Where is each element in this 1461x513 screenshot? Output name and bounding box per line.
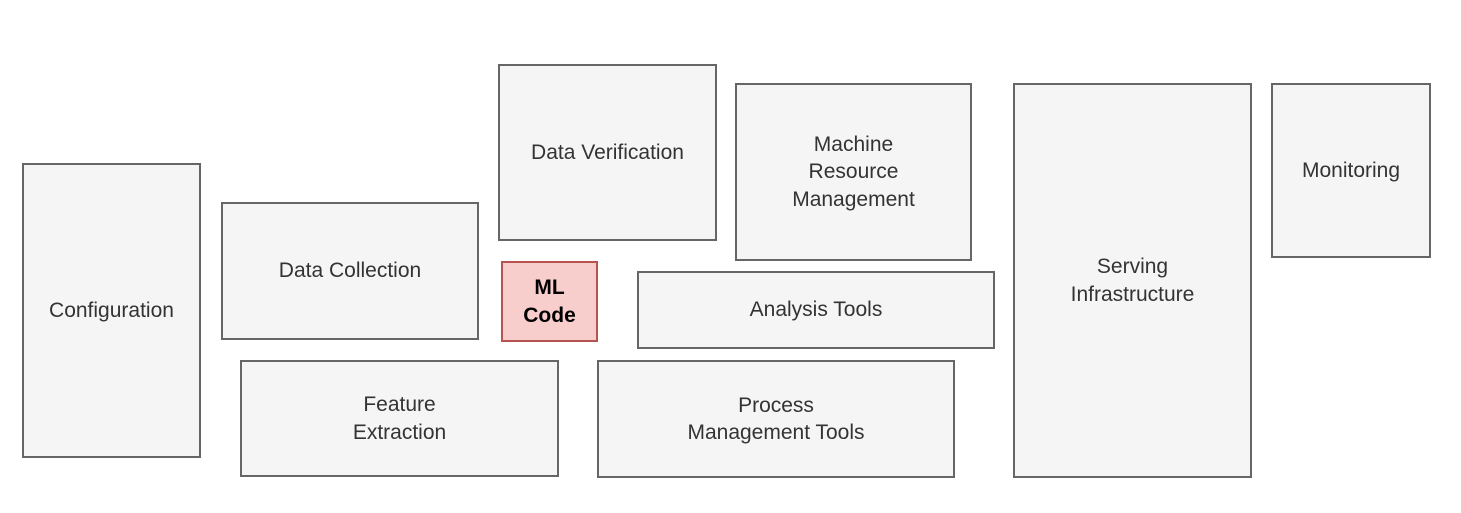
diagram-node-serving-infrastructure: Serving Infrastructure bbox=[1013, 83, 1252, 478]
diagram-node-machine-resource-management: Machine Resource Management bbox=[735, 83, 972, 261]
diagram-node-data-collection: Data Collection bbox=[221, 202, 479, 340]
diagram-node-monitoring: Monitoring bbox=[1271, 83, 1431, 258]
diagram-node-analysis-tools: Analysis Tools bbox=[637, 271, 995, 349]
diagram-node-feature-extraction: Feature Extraction bbox=[240, 360, 559, 477]
diagram-node-process-management-tools: Process Management Tools bbox=[597, 360, 955, 478]
diagram-node-configuration: Configuration bbox=[22, 163, 201, 458]
diagram-node-ml-code: ML Code bbox=[501, 261, 598, 342]
diagram-node-data-verification: Data Verification bbox=[498, 64, 717, 241]
